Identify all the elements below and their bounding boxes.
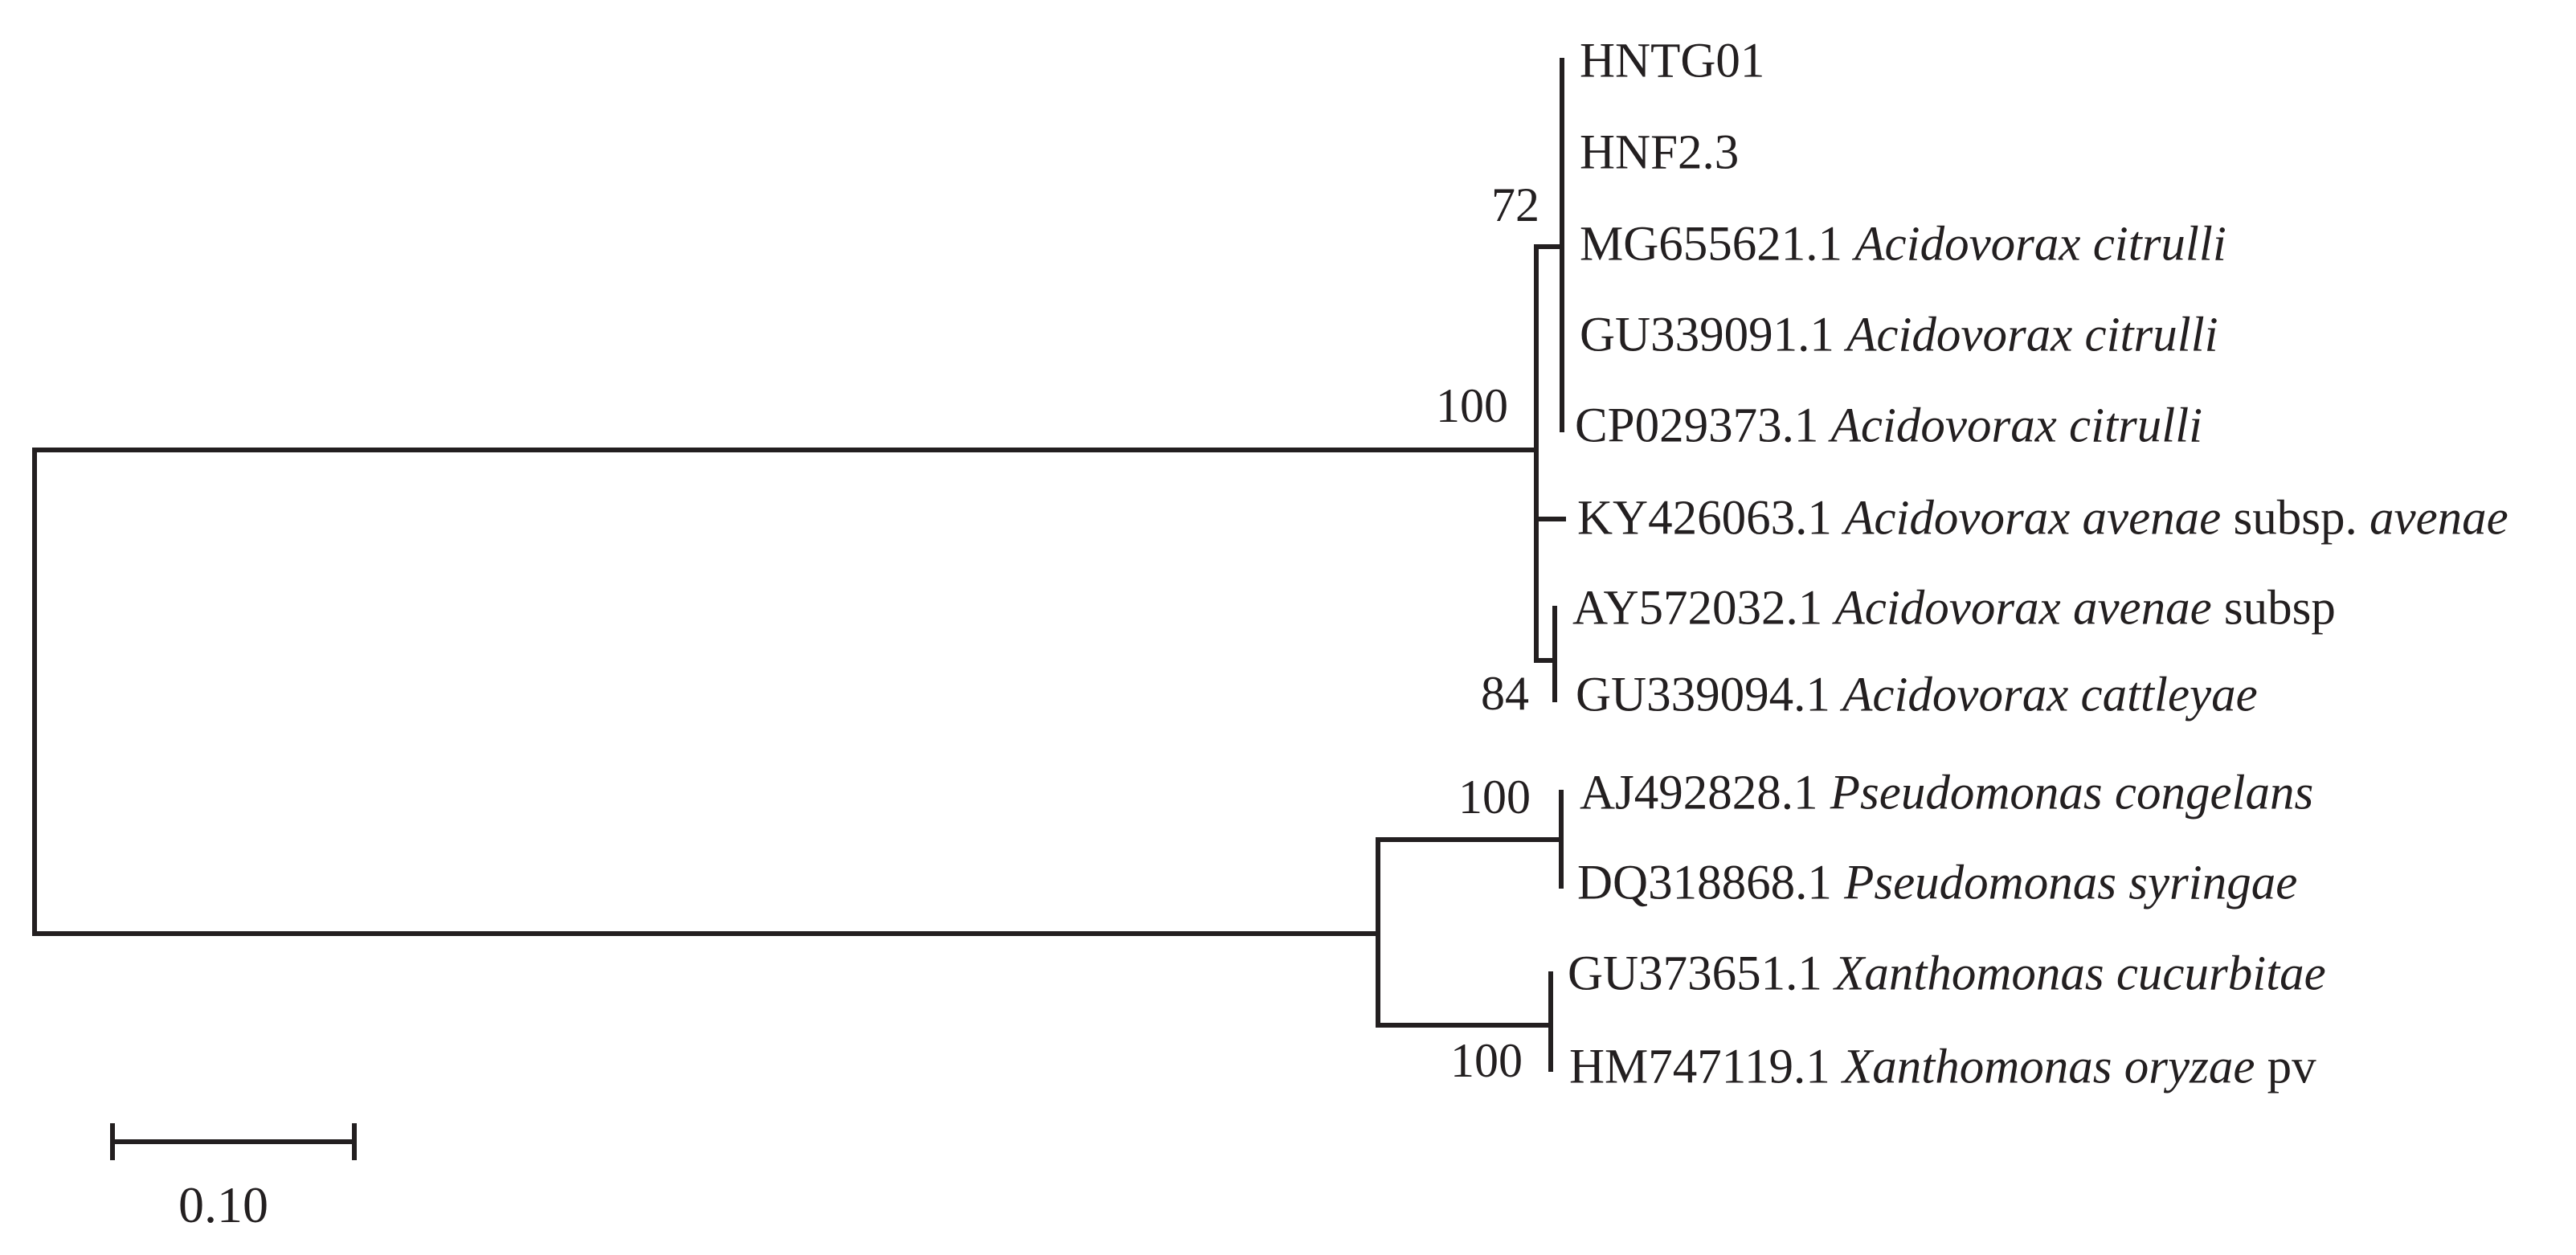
species-name: Acidovorax avenae	[1834, 581, 2212, 636]
accession-text: subsp	[2211, 581, 2336, 636]
bootstrap-72: 72	[1491, 178, 1539, 231]
branch-node84	[1534, 658, 1557, 663]
taxon-hnf2-3: HNF2.3	[1580, 128, 1739, 177]
accession-text: HM747119.1	[1569, 1040, 1843, 1094]
branch-xanthomonas	[1376, 1023, 1553, 1028]
accession-text: HNTG01	[1580, 34, 1765, 88]
branch-lower-clade	[32, 931, 1380, 936]
species-name: Xanthomonas cucurbitae	[1834, 946, 2326, 1001]
accession-text: CP029373.1	[1575, 399, 1831, 453]
taxon-aj492828: AJ492828.1 Pseudomonas congelans	[1580, 768, 2313, 817]
accession-text: GU339094.1	[1576, 668, 1843, 722]
bootstrap-84: 84	[1481, 667, 1529, 720]
taxon-ay572032: AY572032.1 Acidovorax avenae subsp	[1572, 583, 2336, 632]
bootstrap-100-pseudomonas: 100	[1458, 771, 1531, 824]
scale-bar-label: 0.10	[178, 1176, 268, 1233]
bootstrap-100-xanthomonas: 100	[1450, 1034, 1523, 1087]
accession-text: MG655621.1	[1580, 217, 1855, 272]
taxon-gu373651: GU373651.1 Xanthomonas cucurbitae	[1568, 949, 2326, 998]
node100-spine	[1534, 244, 1539, 663]
branch-pseudomonas	[1376, 837, 1564, 842]
node72-spine	[1560, 58, 1564, 432]
branch-acidovorax-clade	[32, 448, 1539, 452]
taxon-dq318868: DQ318868.1 Pseudomonas syringae	[1577, 858, 2297, 907]
pseudomonas-spine	[1559, 790, 1564, 889]
scale-bar-left-tick	[110, 1123, 115, 1160]
species-name: Pseudomonas congelans	[1830, 766, 2314, 820]
taxon-mg655621: MG655621.1 Acidovorax citrulli	[1580, 219, 2226, 268]
species-name: Xanthomonas oryzae	[1842, 1040, 2255, 1094]
accession-text: HNF2.3	[1580, 125, 1740, 180]
root-vertical	[32, 448, 37, 936]
accession-text: DQ318868.1	[1577, 856, 1845, 910]
accession-text: AY572032.1	[1572, 581, 1835, 636]
branch-node72	[1534, 244, 1564, 249]
taxon-hm747119: HM747119.1 Xanthomonas oryzae pv	[1569, 1042, 2316, 1091]
taxon-hntg01: HNTG01	[1580, 36, 1764, 85]
taxon-gu339091: GU339091.1 Acidovorax citrulli	[1580, 310, 2218, 359]
accession-text: pv	[2255, 1040, 2316, 1094]
branch-ky426063	[1534, 517, 1566, 521]
accession-text: GU373651.1	[1568, 946, 1835, 1001]
node84-spine	[1552, 606, 1557, 702]
species-name: Acidovorax citrulli	[1854, 217, 2226, 272]
species-name: Acidovorax cattleyae	[1842, 668, 2258, 722]
accession-text: AJ492828.1	[1580, 766, 1830, 820]
accession-text: subsp.	[2221, 491, 2370, 546]
accession-text: GU339091.1	[1580, 308, 1847, 362]
bootstrap-100-acidovorax: 100	[1436, 379, 1508, 432]
taxon-gu339094: GU339094.1 Acidovorax cattleyae	[1576, 670, 2258, 719]
scale-bar-right-tick	[352, 1123, 357, 1160]
accession-text: KY426063.1	[1577, 491, 1845, 546]
species-name: Acidovorax avenae	[1844, 491, 2222, 546]
species-name: Pseudomonas syringae	[1844, 856, 2298, 910]
taxon-ky426063: KY426063.1 Acidovorax avenae subsp. aven…	[1577, 493, 2509, 542]
species-name: Acidovorax citrulli	[1846, 308, 2218, 362]
taxon-cp029373: CP029373.1 Acidovorax citrulli	[1575, 401, 2202, 450]
xanthomonas-spine	[1548, 971, 1553, 1072]
species-name: Acidovorax citrulli	[1830, 399, 2203, 453]
species-name: avenae	[2370, 491, 2509, 546]
scale-bar-line	[110, 1139, 357, 1144]
lower-node-spine	[1376, 837, 1380, 1028]
